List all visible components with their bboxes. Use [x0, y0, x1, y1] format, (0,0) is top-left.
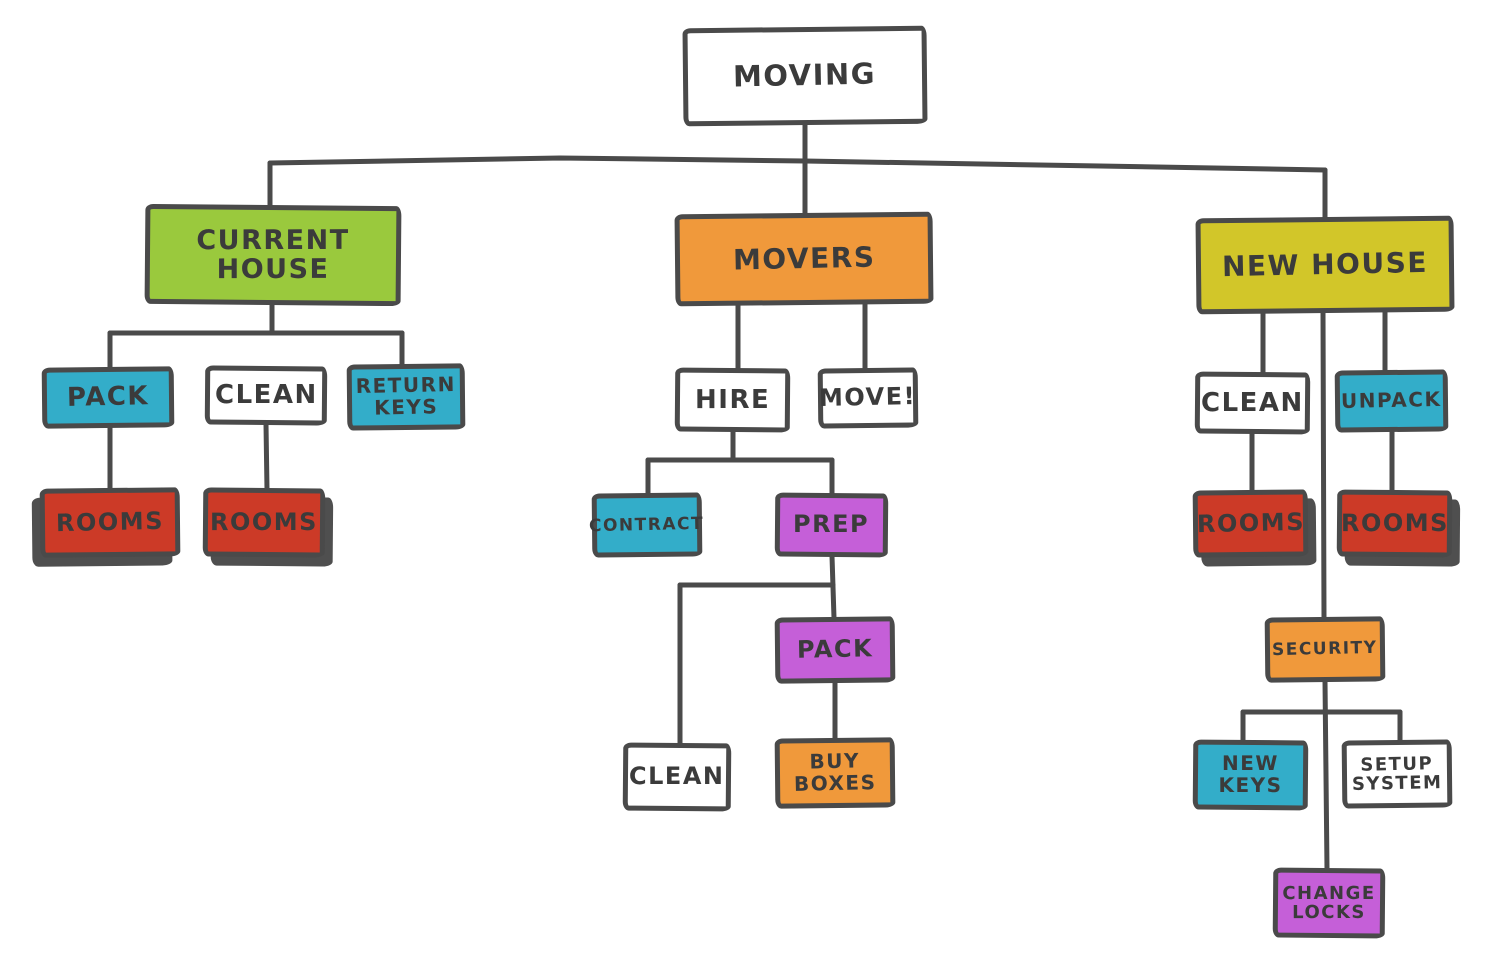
node-move-label: MOVE! — [819, 382, 917, 413]
node-prep-label: PREP — [793, 509, 870, 539]
node-rooms-unpack-label: ROOMS — [1340, 508, 1449, 537]
node-rooms-clean-new-label: ROOMS — [1196, 507, 1305, 538]
node-movers-label: MOVERS — [732, 240, 876, 277]
node-moving-label: MOVING — [733, 56, 877, 94]
node-contract-label: CONTRACT — [589, 513, 705, 537]
node-movers: MOVERS — [674, 211, 934, 307]
node-change-locks-label: CHANGE LOCKS — [1282, 882, 1376, 924]
node-security-label: SECURITY — [1272, 638, 1378, 661]
node-clean-current: CLEAN — [204, 365, 328, 426]
node-setup-system: SETUP SYSTEM — [1341, 739, 1453, 809]
node-setup-system-label: SETUP SYSTEM — [1351, 752, 1443, 795]
node-hire: HIRE — [674, 367, 791, 433]
node-clean-new: CLEAN — [1194, 371, 1311, 435]
node-pack-movers: PACK — [774, 616, 896, 684]
node-rooms-pack: ROOMS — [39, 487, 181, 558]
node-rooms-clean-label: ROOMS — [210, 507, 319, 536]
node-current-house-label: CURRENT HOUSE — [196, 224, 350, 286]
node-return-keys: RETURN KEYS — [346, 363, 466, 431]
node-move: MOVE! — [817, 367, 919, 429]
node-new-keys-label: NEW KEYS — [1218, 751, 1283, 798]
node-clean-movers-label: CLEAN — [629, 761, 725, 791]
node-buy-boxes: BUY BOXES — [774, 737, 896, 809]
node-new-keys: NEW KEYS — [1192, 739, 1309, 811]
node-clean-new-label: CLEAN — [1201, 387, 1304, 419]
node-clean-movers: CLEAN — [622, 742, 732, 812]
node-rooms-unpack: ROOMS — [1336, 489, 1453, 558]
node-rooms-pack-label: ROOMS — [55, 506, 165, 537]
node-buy-boxes-label: BUY BOXES — [793, 748, 877, 796]
node-pack-current-label: PACK — [66, 381, 150, 414]
node-clean-current-label: CLEAN — [214, 380, 318, 411]
node-contract: CONTRACT — [589, 492, 705, 558]
node-hire-label: HIRE — [694, 384, 771, 416]
node-pack-movers-label: PACK — [796, 634, 874, 664]
node-moving: MOVING — [682, 25, 928, 127]
node-new-house: NEW HOUSE — [1195, 215, 1455, 315]
node-unpack: UNPACK — [1334, 369, 1449, 433]
node-rooms-clean-new: ROOMS — [1192, 489, 1309, 558]
node-new-house-label: NEW HOUSE — [1221, 245, 1429, 284]
node-current-house: CURRENT HOUSE — [144, 203, 402, 307]
node-prep: PREP — [774, 492, 889, 558]
node-return-keys-label: RETURN KEYS — [355, 372, 457, 420]
node-unpack-label: UNPACK — [1341, 387, 1442, 414]
node-rooms-clean: ROOMS — [202, 487, 326, 558]
node-security: SECURITY — [1264, 616, 1386, 683]
node-pack-current: PACK — [41, 366, 175, 429]
node-change-locks: CHANGE LOCKS — [1272, 867, 1386, 939]
